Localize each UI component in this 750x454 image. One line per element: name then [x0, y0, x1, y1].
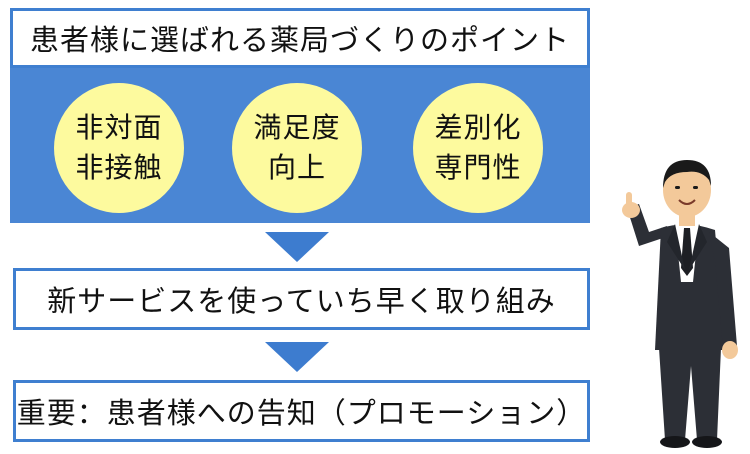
- point-line: 非接触: [75, 151, 163, 184]
- action-step-text: 新サービスを使っていち早く取り組み: [47, 284, 556, 318]
- point-circle-differentiation: 差別化 専門性: [413, 83, 543, 213]
- action-step-box: 新サービスを使っていち早く取り組み: [13, 268, 590, 330]
- title-box: 患者様に選ばれる薬局づくりのポイント: [10, 8, 590, 68]
- down-arrow-icon: [265, 232, 329, 262]
- point-line: 専門性: [434, 151, 522, 184]
- promotion-step-box: 重要：患者様への告知（プロモーション）: [13, 380, 590, 442]
- businessman-pointing-icon: [622, 160, 738, 448]
- points-panel: 非対面 非接触 満足度 向上 差別化 専門性: [10, 68, 590, 223]
- promotion-step-text: 重要：患者様への告知（プロモーション）: [16, 396, 587, 430]
- point-line: 満足度: [253, 111, 341, 144]
- point-circle-satisfaction: 満足度 向上: [232, 83, 362, 213]
- point-line: 差別化: [434, 111, 522, 144]
- point-circle-non-contact: 非対面 非接触: [54, 83, 184, 213]
- title-text: 患者様に選ばれる薬局づくりのポイント: [29, 23, 570, 57]
- down-arrow-icon: [265, 342, 329, 372]
- point-line: 非対面: [75, 111, 163, 144]
- point-line: 向上: [267, 151, 326, 184]
